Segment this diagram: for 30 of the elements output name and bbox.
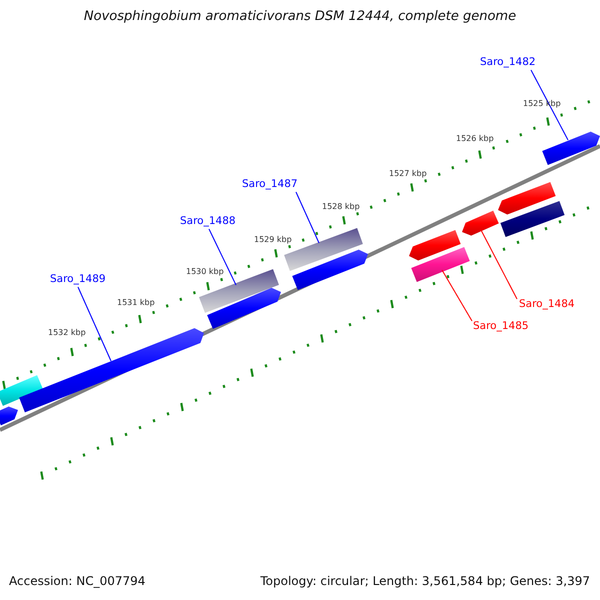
genome-stats-text: Topology: circular; Length: 3,561,584 bp; Genes: 3,397 [260, 574, 590, 589]
gene-block [498, 182, 556, 214]
gene-block [0, 406, 18, 426]
scale-label: 1526 kbp [456, 134, 494, 144]
scale-label: 1531 kbp [117, 298, 155, 308]
accession-text: Accession: NC_007794 [9, 574, 146, 589]
scale-label: 1527 kbp [389, 169, 427, 179]
gene-label: Saro_1489 [50, 273, 106, 286]
gene-block [19, 328, 204, 412]
leader-line [78, 286, 112, 362]
gene-label: Saro_1484 [519, 298, 575, 311]
gene-label: Saro_1487 [242, 178, 298, 191]
gene-block [409, 230, 461, 260]
gene-label: Saro_1488 [180, 215, 236, 228]
gene-block [292, 250, 368, 290]
gene-block [542, 132, 600, 165]
gene-label: Saro_1482 [480, 56, 536, 69]
leader-line [296, 192, 320, 244]
leader-line [480, 230, 518, 300]
gene-label: Saro_1485 [473, 320, 529, 333]
title: Novosphingobium aromaticivorans DSM 12444, complete genome [84, 9, 516, 25]
scale-label: 1528 kbp [322, 202, 360, 212]
scale-label: 1529 kbp [254, 235, 292, 245]
scale-label: 1532 kbp [48, 328, 86, 338]
gene-block [207, 288, 281, 329]
gene-block [462, 210, 499, 236]
leader-line [442, 270, 472, 322]
gene-block [411, 247, 470, 282]
scale-label: 1530 kbp [186, 267, 224, 277]
leader-line [530, 70, 568, 140]
